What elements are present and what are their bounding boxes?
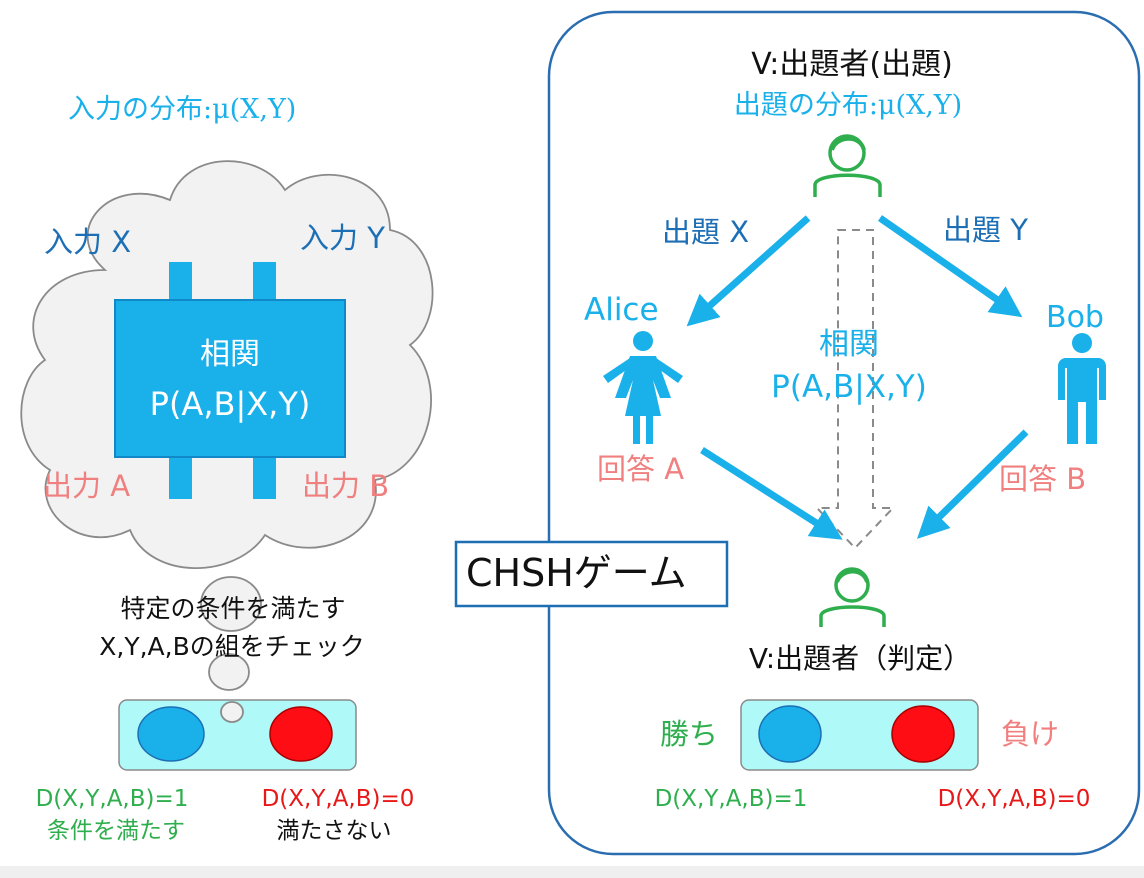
check-text-line2: X,Y,A,Bの組をチェック — [99, 632, 365, 661]
flow-arrows — [686, 215, 1029, 540]
bob-label: Bob — [1046, 300, 1104, 335]
person-outline-icon — [813, 134, 882, 197]
output-a-label: 出力 A — [43, 469, 131, 503]
correlation-formula: P(A,B|X,Y) — [771, 369, 927, 405]
left-distribution-label: 入力の分布:μ(X,Y) — [68, 94, 297, 125]
right-d1-label: D(X,Y,A,B)=1 — [654, 786, 808, 812]
right-distribution-label: 出題の分布:μ(X,Y) — [733, 90, 963, 121]
question-y-label: 出題 Y — [943, 213, 1028, 247]
woman-icon — [603, 331, 683, 444]
box-title: 相関 — [200, 337, 260, 372]
lose-label: 負け — [1001, 717, 1060, 751]
box-formula: P(A,B|X,Y) — [149, 385, 311, 423]
chsh-label-box — [454, 540, 729, 608]
bottom-strip — [0, 866, 1144, 878]
right-d0-label: D(X,Y,A,B)=0 — [937, 786, 1091, 812]
question-x-label: 出題 X — [662, 215, 750, 249]
left-d0-label: D(X,Y,A,B)=0 — [261, 786, 415, 812]
verifier-top-label: V:出題者(出題) — [751, 47, 953, 82]
output-b-label: 出力 B — [302, 469, 390, 503]
left-d1-sub: 条件を満たす — [47, 818, 185, 844]
alice-label: Alice — [584, 292, 659, 328]
verifier-bottom-label: V:出題者（判定） — [748, 642, 972, 675]
input-x-label: 入力 X — [44, 225, 132, 259]
answer-b-label: 回答 B — [999, 462, 1087, 496]
correlation-box — [114, 262, 346, 499]
game-frame — [547, 10, 1141, 856]
answer-a-label: 回答 A — [597, 452, 685, 486]
win-label: 勝ち — [660, 717, 719, 751]
check-text-line1: 特定の条件を満たす — [120, 594, 346, 623]
left-d1-label: D(X,Y,A,B)=1 — [35, 786, 189, 812]
correlation-title: 相関 — [819, 327, 879, 362]
left-result-panel — [118, 699, 357, 771]
left-d0-sub: 満たさない — [276, 818, 392, 844]
person-outline-icon — [819, 567, 886, 627]
man-icon — [1058, 333, 1106, 444]
chsh-label: CHSHゲーム — [466, 551, 687, 595]
input-y-label: 入力 Y — [300, 221, 385, 255]
right-result-panel — [740, 699, 979, 771]
